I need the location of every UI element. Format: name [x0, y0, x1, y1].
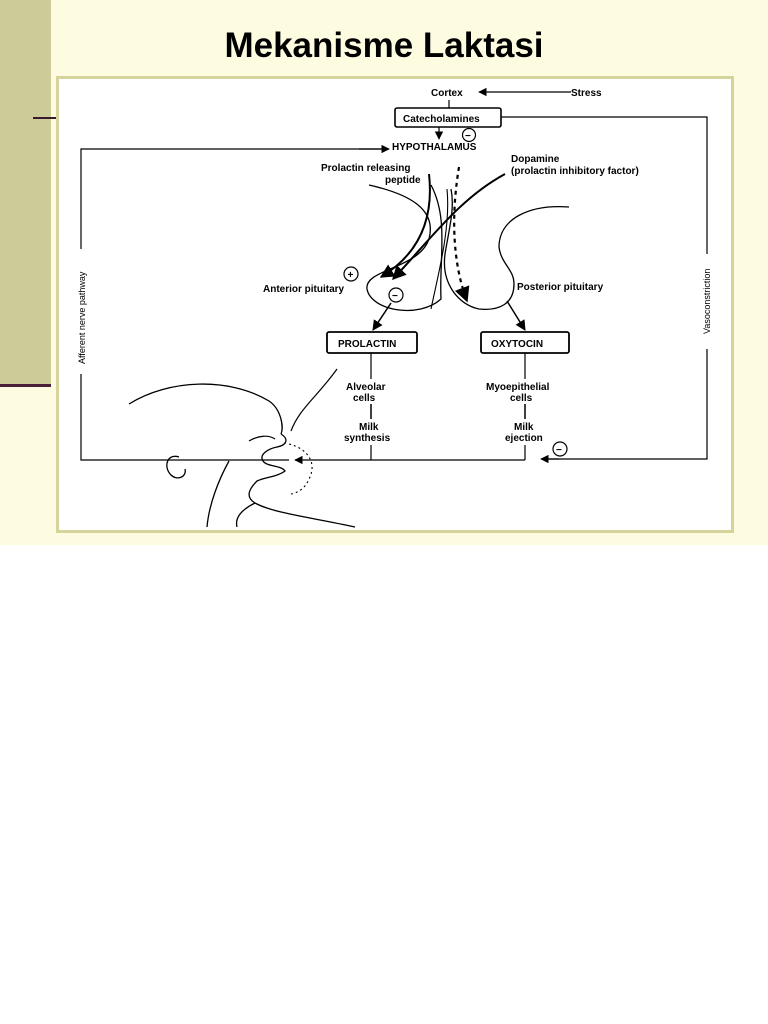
anterior-pituitary-outline — [366, 184, 443, 312]
myoepithelial-label-2: cells — [510, 393, 533, 404]
pituitary-to-oxytocin-arrow — [506, 300, 526, 331]
baby-ear — [166, 455, 186, 479]
posterior-pituitary-label: Posterior pituitary — [517, 282, 604, 293]
inhibition-sign-right-text: − — [556, 445, 562, 456]
vasoconstriction-label: Vasoconstriction — [702, 269, 712, 334]
inhibition-sign-top — [461, 127, 477, 143]
oxytocin-label: OXYTOCIN — [491, 339, 543, 350]
anterior-pituitary-label: Anterior pituitary — [263, 284, 345, 295]
prolactin-label: PROLACTIN — [338, 339, 396, 350]
side-accent-line-bottom — [0, 384, 51, 387]
baby-eye — [248, 435, 276, 442]
baby-neck-line — [206, 460, 230, 528]
baby-face-outline — [248, 433, 356, 528]
myoepithelial-label-1: Myoepithelial — [486, 382, 550, 393]
pituitary-to-prolactin-arrow — [372, 302, 392, 331]
inhibition-sign-top-text: − — [465, 131, 471, 142]
alveolar-label-1: Alveolar — [346, 382, 386, 393]
breast-contour — [290, 368, 338, 432]
inhibition-sign-pituitary-text: − — [392, 291, 398, 302]
areola-dotted — [288, 443, 313, 495]
hypothalamus-label: HYPOTHALAMUS — [392, 142, 477, 153]
inhibition-sign-right — [552, 441, 568, 457]
dopamine-arrow — [392, 173, 506, 281]
prolactin-releasing-label-2: peptide — [385, 175, 421, 186]
slide-title: Mekanisme Laktasi — [224, 26, 544, 65]
milk-ejection-label-2: ejection — [505, 433, 543, 444]
vasoconstriction-label-bg — [701, 254, 713, 349]
milk-synthesis-label-2: synthesis — [344, 433, 391, 444]
stress-label: Stress — [571, 88, 602, 99]
side-accent-bar — [0, 0, 51, 386]
dopamine-label-1: Dopamine — [511, 154, 560, 165]
afferent-label: Afferent nerve pathway — [77, 271, 87, 364]
stimulation-sign — [343, 266, 359, 282]
milk-ejection-label-1: Milk — [514, 422, 534, 433]
stimulation-sign-text: + — [348, 270, 354, 281]
milk-synthesis-label-1: Milk — [359, 422, 379, 433]
afferent-pathway-line — [80, 148, 385, 461]
posterior-pituitary-outline — [443, 188, 570, 310]
alveolar-label-2: cells — [353, 393, 376, 404]
inhibition-sign-pituitary — [388, 287, 404, 303]
side-accent-line — [33, 117, 57, 119]
lactation-diagram: Cortex Stress Catecholamines − Vasoconst… — [75, 87, 713, 528]
dopamine-label-2: (prolactin inhibitory factor) — [511, 166, 639, 177]
baby-head-outline — [128, 383, 283, 435]
catecholamines-label: Catecholamines — [403, 114, 480, 125]
neural-dashed-arrow — [453, 166, 470, 303]
cortex-label: Cortex — [431, 88, 463, 99]
afferent-label-bg — [75, 249, 87, 374]
lactation-diagram-frame: Cortex Stress Catecholamines − Vasoconst… — [56, 76, 734, 533]
slide: Mekanisme Laktasi Cortex Stress Catechol… — [0, 0, 768, 545]
prolactin-releasing-label-1: Prolactin releasing — [321, 163, 410, 174]
baby-chin-line — [235, 502, 256, 528]
prolactin-box — [326, 331, 418, 354]
pituitary-stalk-line — [430, 188, 449, 310]
